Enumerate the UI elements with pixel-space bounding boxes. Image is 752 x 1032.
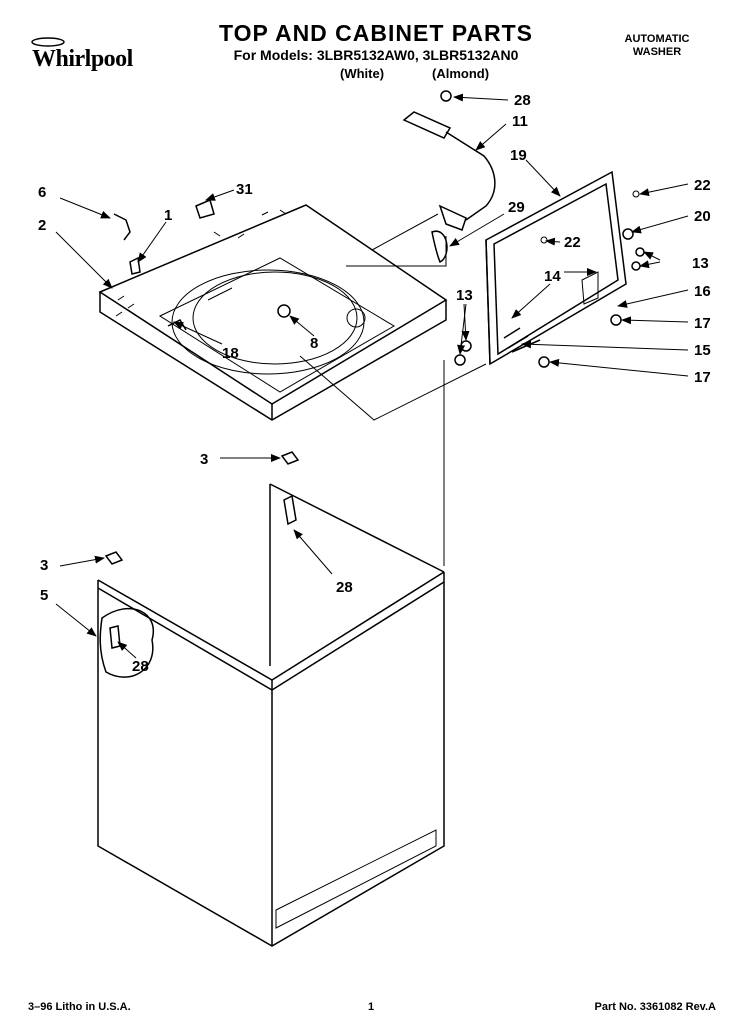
callout-15: 15 — [694, 342, 711, 359]
callout-31: 31 — [236, 181, 253, 198]
callout-20: 20 — [694, 208, 711, 225]
callout-29: 29 — [508, 199, 525, 216]
page-title: TOP AND CABINET PARTS — [218, 20, 534, 46]
washer-top-panel — [98, 204, 448, 421]
washer-cabinet — [97, 483, 445, 947]
callout-13-left: 13 — [456, 287, 473, 304]
model-numbers: For Models: 3LBR5132AW0, 3LBR5132AN0 — [233, 47, 519, 63]
callout-13-right: 13 — [692, 255, 709, 272]
callout-11: 11 — [512, 113, 528, 130]
variant-white: (White) — [340, 66, 385, 81]
callout-16: 16 — [694, 283, 711, 300]
callout-28-cabinet: 28 — [336, 579, 353, 596]
part-number: Part No. 3361082 Rev.A — [594, 1001, 716, 1013]
callout-6: 6 — [38, 184, 46, 201]
callout-18: 18 — [222, 345, 239, 362]
callout-22-upper: 22 — [694, 177, 711, 194]
callout-14: 14 — [544, 268, 561, 285]
print-info: 3–96 Litho in U.S.A. — [28, 1001, 131, 1013]
callout-28-screw: 28 — [514, 92, 531, 109]
callout-1: 1 — [164, 207, 172, 224]
brand-name: Whirlpool — [32, 46, 133, 72]
appliance-type: AUTOMATIC WASHER — [602, 33, 712, 59]
page-number: 1 — [368, 1001, 375, 1013]
callout-22-lower: 22 — [564, 234, 581, 251]
callout-3-lower: 3 — [40, 557, 48, 574]
callout-3-upper: 3 — [200, 451, 208, 468]
callout-8: 8 — [310, 335, 318, 352]
callout-leaders — [55, 93, 689, 659]
variant-almond: (Almond) — [432, 66, 490, 81]
callout-5: 5 — [40, 587, 48, 604]
callout-numbers: 28 11 19 22 20 22 13 14 16 17 13 15 17 2… — [38, 92, 711, 675]
whirlpool-logo — [26, 36, 156, 76]
callout-2: 2 — [38, 217, 46, 234]
lid-switch-harness — [402, 111, 496, 264]
callout-17-upper: 17 — [694, 315, 711, 332]
appliance-type-line1: AUTOMATIC — [624, 33, 690, 45]
callout-17-lower: 17 — [694, 369, 711, 386]
callout-28-side: 28 — [132, 658, 149, 675]
assembly-guide-lines — [299, 213, 487, 566]
callout-19: 19 — [510, 147, 527, 164]
small-parts — [104, 90, 645, 565]
appliance-type-line2: WASHER — [632, 46, 682, 58]
